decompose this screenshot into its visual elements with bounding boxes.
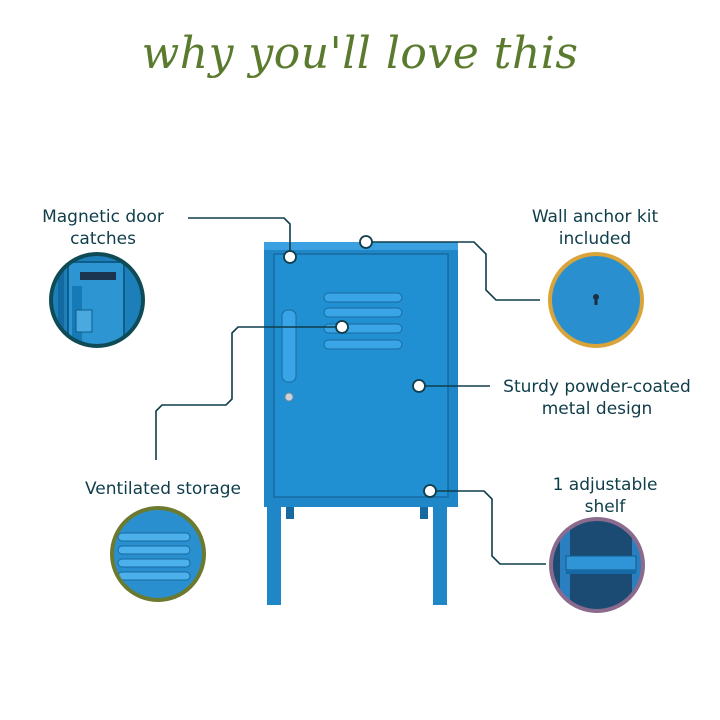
- callout-dot-magnetic: [283, 250, 297, 264]
- feature-text: metal design: [541, 399, 653, 419]
- feature-label-magnetic: Magnetic door catches: [18, 206, 188, 250]
- callout-line-ventilated: [155, 326, 342, 460]
- callout-lines: [155, 217, 546, 565]
- feature-text: Magnetic door: [42, 207, 164, 227]
- locker-cabinet: [264, 242, 458, 605]
- cabinet-leg-back-left: [286, 505, 294, 519]
- lock-icon: [284, 392, 294, 402]
- callout-dot-wall-anchor: [359, 235, 373, 249]
- callout-dot-ventilated: [335, 320, 349, 334]
- callout-dot-shelf: [423, 484, 437, 498]
- cabinet-leg-right: [433, 505, 447, 605]
- detail-circle-ventilated: [110, 506, 206, 602]
- cabinet-door: [273, 253, 449, 498]
- cabinet-leg-left: [267, 505, 281, 605]
- feature-text: shelf: [584, 497, 626, 517]
- feature-label-wall-anchor: Wall anchor kit included: [510, 206, 680, 250]
- feature-text: included: [558, 229, 632, 249]
- callout-dots: [283, 235, 437, 498]
- feature-text: Wall anchor kit: [531, 207, 659, 227]
- feature-text: Sturdy powder-coated: [503, 377, 691, 397]
- detail-circle-wall-anchor: [548, 252, 644, 348]
- callout-line-magnetic: [188, 217, 291, 256]
- cabinet-leg-back-right: [420, 505, 428, 519]
- detail-circle-magnetic: [49, 252, 145, 348]
- page-title: why you'll love this: [141, 28, 579, 79]
- door-handle: [281, 309, 297, 383]
- feature-label-ventilated: Ventilated storage: [68, 478, 258, 500]
- feature-text: catches: [70, 229, 136, 249]
- feature-label-shelf: 1 adjustable shelf: [530, 474, 680, 518]
- callout-dot-sturdy: [412, 379, 426, 393]
- detail-circle-shelf: [549, 517, 645, 613]
- feature-text: Ventilated storage: [85, 479, 241, 499]
- callout-line-wall-anchor: [366, 241, 540, 301]
- callout-line-shelf: [430, 490, 546, 565]
- feature-label-sturdy: Sturdy powder-coated metal design: [488, 376, 706, 420]
- feature-text: 1 adjustable: [552, 475, 658, 495]
